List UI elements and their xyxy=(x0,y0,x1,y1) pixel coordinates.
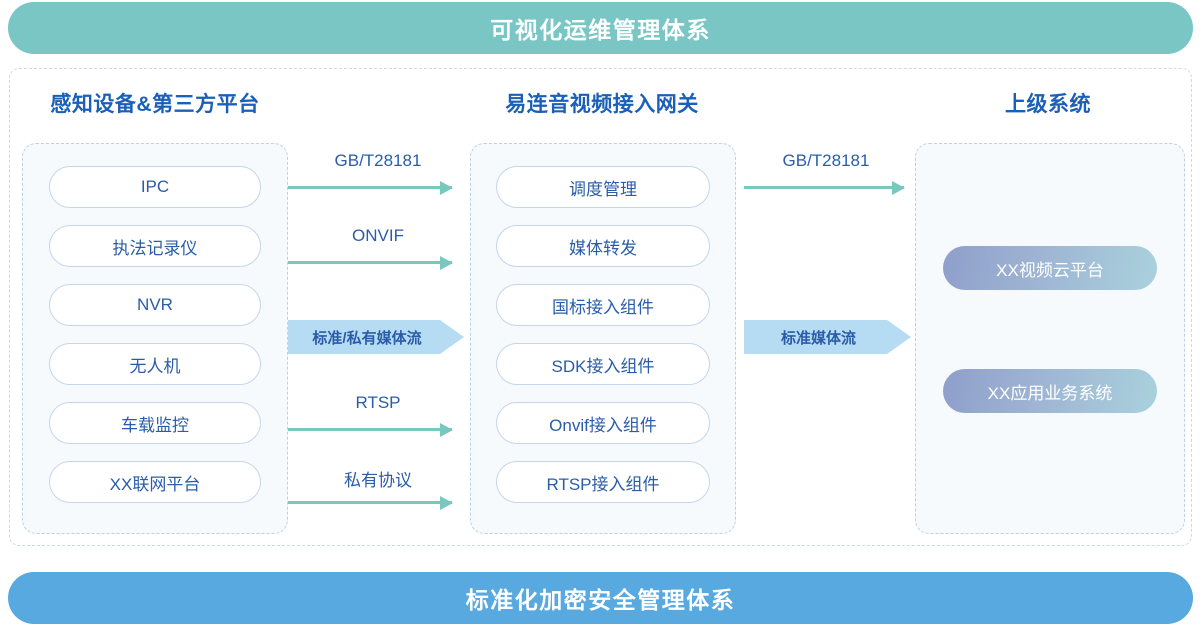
gateway-item-gb-access-component[interactable]: 国标接入组件 xyxy=(496,284,710,326)
device-item-vehicle-monitor[interactable]: 车载监控 xyxy=(49,402,261,444)
connector-block-arrow-standard-private-media-stream: 标准/私有媒体流 xyxy=(288,320,464,354)
connector-label-gbt28181-left: GB/T28181 xyxy=(334,151,422,170)
gateway-item-dispatch-management[interactable]: 调度管理 xyxy=(496,166,710,208)
column-title-sensing-devices: 感知设备&第三方平台 xyxy=(50,93,260,116)
upper-system-item-video-cloud-platform[interactable]: XX视频云平台 xyxy=(943,246,1157,290)
upper-system-item-application-business-system[interactable]: XX应用业务系统 xyxy=(943,369,1157,413)
block-arrow-head-right xyxy=(887,320,911,354)
device-item-law-recorder[interactable]: 执法记录仪 xyxy=(49,225,261,267)
device-item-network-platform[interactable]: XX联网平台 xyxy=(49,461,261,503)
connector-label-standard-media-stream: 标准媒体流 xyxy=(780,329,856,347)
connector-label-standard-private-media-stream: 标准/私有媒体流 xyxy=(312,329,422,347)
connector-label-private-protocol: 私有协议 xyxy=(344,471,412,490)
connector-block-arrow-standard-media-stream: 标准媒体流 xyxy=(744,320,911,354)
connector-arrow-private-protocol xyxy=(288,495,453,510)
gateway-item-media-forwarding[interactable]: 媒体转发 xyxy=(496,225,710,267)
block-arrow-head-left xyxy=(440,320,464,354)
gateway-item-onvif-access-component[interactable]: Onvif接入组件 xyxy=(496,402,710,444)
connector-arrow-onvif xyxy=(288,255,453,270)
group-box-gateway: 调度管理 媒体转发 国标接入组件 SDK接入组件 Onvif接入组件 RTSP接… xyxy=(470,143,736,534)
connector-label-onvif: ONVIF xyxy=(352,226,404,245)
group-box-upper-system: XX视频云平台 XX应用业务系统 xyxy=(915,143,1185,534)
connector-label-rtsp: RTSP xyxy=(355,393,401,412)
column-title-gateway: 易连音视频接入网关 xyxy=(505,93,699,116)
device-item-ipc[interactable]: IPC xyxy=(49,166,261,208)
column-title-upper-system: 上级系统 xyxy=(1005,93,1091,116)
bottom-banner: 标准化加密安全管理体系 xyxy=(8,572,1193,624)
top-banner: 可视化运维管理体系 xyxy=(8,2,1193,54)
connector-label-gbt28181-right: GB/T28181 xyxy=(782,151,870,170)
device-item-drone[interactable]: 无人机 xyxy=(49,343,261,385)
device-item-nvr[interactable]: NVR xyxy=(49,284,261,326)
gateway-item-rtsp-access-component[interactable]: RTSP接入组件 xyxy=(496,461,710,503)
group-box-sensing-devices: IPC 执法记录仪 NVR 无人机 车载监控 XX联网平台 xyxy=(22,143,288,534)
gateway-item-sdk-access-component[interactable]: SDK接入组件 xyxy=(496,343,710,385)
connector-arrow-gbt28181-right xyxy=(744,180,905,195)
connector-arrow-rtsp xyxy=(288,422,453,437)
connector-arrow-gbt28181-left xyxy=(288,180,453,195)
